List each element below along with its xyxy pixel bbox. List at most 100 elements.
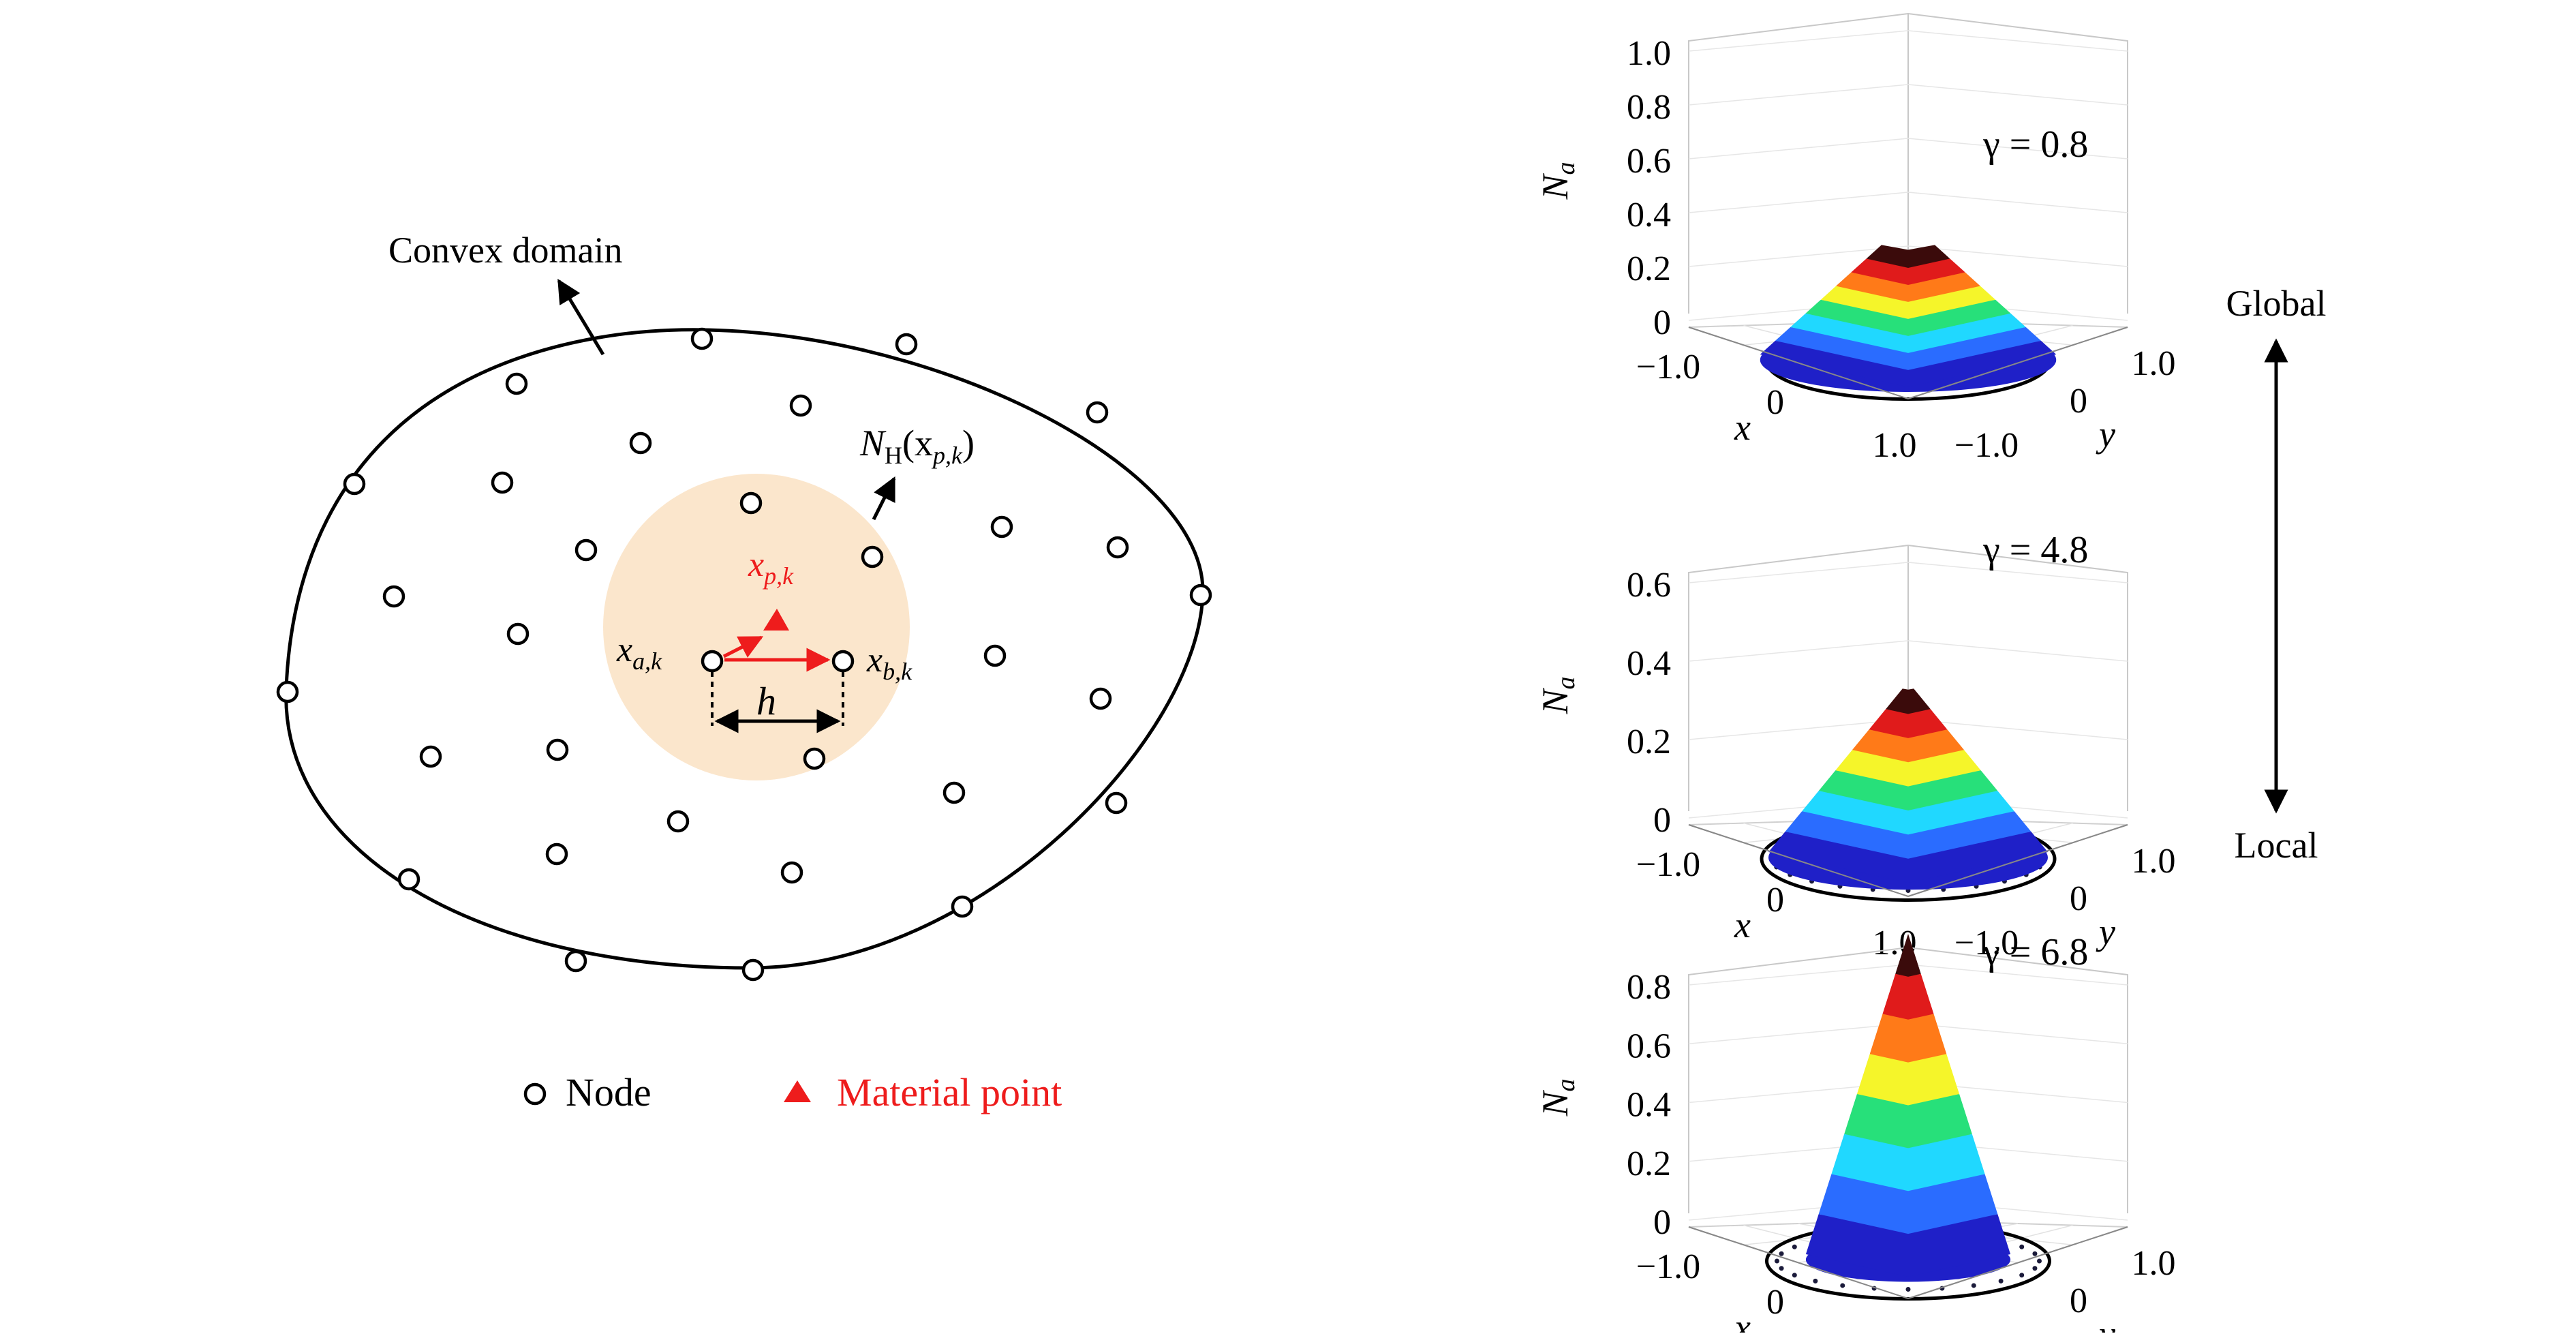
node: [739, 491, 763, 515]
neighborhood-label: NH(xp,k): [859, 423, 975, 469]
y-tick-label: 1.0: [2132, 1244, 2176, 1283]
y-tick-label: 0: [2070, 382, 2087, 421]
grid-line: [1688, 138, 1909, 160]
surface-band: [1869, 1014, 1947, 1063]
boundary-leader-arrow: [557, 279, 605, 356]
x-axis-label: x: [1734, 1307, 1751, 1333]
x-tick-label: 0: [1766, 383, 1784, 422]
node: [491, 471, 514, 494]
surface-band: [1856, 1054, 1960, 1106]
y-axis-line: [1907, 824, 2128, 897]
z-tick-label: 0.8: [1627, 88, 1671, 127]
node-dot: [1813, 1278, 1818, 1284]
surface-band: [1818, 770, 1998, 810]
node: [789, 394, 812, 417]
y-tick-label: −1.0: [1954, 1326, 2019, 1333]
boundary-label: Convex domain: [388, 230, 622, 271]
node: [803, 747, 826, 770]
node: [419, 745, 442, 768]
z-tick-label: 0.2: [1627, 1144, 1671, 1183]
node: [942, 781, 966, 804]
surface-band: [1886, 688, 1931, 714]
spacing-label: h: [756, 679, 776, 723]
legend-material-label: Material point: [837, 1070, 1062, 1114]
surface-band: [1844, 1094, 1972, 1149]
z-tick-label: 0.6: [1627, 142, 1671, 181]
node: [741, 958, 765, 982]
node: [1105, 791, 1128, 815]
grid-line: [1907, 245, 2128, 267]
gamma-label: γ = 0.8: [1982, 123, 2088, 166]
node-dot: [1971, 1283, 1976, 1288]
x-tick-label: 0: [1766, 1283, 1784, 1322]
legend-material-symbol: [784, 1080, 811, 1102]
node: [951, 895, 974, 918]
gamma-label: γ = 4.8: [1982, 529, 2088, 571]
node-dot: [1840, 1283, 1845, 1288]
grid-line: [1688, 640, 1909, 662]
material-point-label: xp,k: [748, 545, 794, 590]
x-tick-label: −1.0: [1636, 348, 1700, 386]
node: [1089, 687, 1112, 710]
grid-line: [1688, 562, 1909, 583]
node: [546, 738, 569, 761]
node: [276, 680, 299, 703]
legend: Node Material point: [523, 1070, 1062, 1114]
grid-line: [1907, 138, 2128, 160]
grid-line: [1907, 964, 2128, 986]
node-dot: [2032, 1266, 2038, 1271]
grid-line: [1688, 30, 1909, 52]
node: [506, 622, 530, 646]
y-tick-label: 0: [2070, 1281, 2087, 1320]
z-tick-label: 0.2: [1627, 249, 1671, 288]
y-axis-line: [1907, 327, 2128, 399]
node-a: [701, 650, 724, 673]
z-tick-label: 0.2: [1627, 723, 1671, 761]
node: [545, 842, 568, 866]
grid-line: [1907, 192, 2128, 213]
node-dot: [1779, 1266, 1784, 1271]
node: [574, 538, 598, 562]
z-tick-label: 0.6: [1627, 566, 1671, 605]
node: [780, 861, 803, 884]
grid-line: [1907, 84, 2128, 106]
node: [505, 372, 528, 395]
convex-domain-boundary: [284, 328, 1205, 970]
y-tick-label: 0: [2070, 879, 2087, 918]
grid-line: [1907, 1022, 2128, 1044]
legend-node-label: Node: [566, 1070, 651, 1114]
z-tick-label: 0.4: [1627, 1086, 1671, 1125]
material-point-marker: [763, 609, 789, 631]
node: [895, 333, 918, 356]
surface-band: [1785, 811, 2031, 859]
surface-band: [1836, 272, 1980, 302]
x-tick-label: 1.0: [1873, 1326, 1917, 1333]
z-axis-label: Na: [1535, 1078, 1580, 1117]
z-tick-label: 0.4: [1627, 196, 1671, 234]
node: [1086, 401, 1109, 424]
node: [564, 950, 587, 973]
surface-band: [1851, 258, 1965, 285]
legend-node-symbol: [523, 1082, 547, 1106]
node: [990, 515, 1013, 538]
x-axis-line: [1688, 824, 1909, 897]
node: [629, 431, 652, 455]
node-dot: [2032, 1251, 2038, 1256]
grid-line: [1688, 192, 1909, 213]
neighborhood-region: [603, 474, 910, 780]
surface-band: [1869, 709, 1948, 738]
y-tick-label: −1.0: [1954, 924, 2019, 962]
node-b: [831, 650, 855, 673]
x-axis-label: x: [1734, 905, 1751, 945]
y-axis-label: y: [2096, 414, 2115, 455]
surface-band: [1802, 791, 2014, 835]
x-axis-label: x: [1734, 407, 1751, 448]
node: [983, 644, 1007, 667]
red-arrow-to-material-point: [722, 635, 764, 658]
gamma-label: γ = 6.8: [1982, 931, 2088, 973]
grid-line: [1688, 1022, 1909, 1044]
